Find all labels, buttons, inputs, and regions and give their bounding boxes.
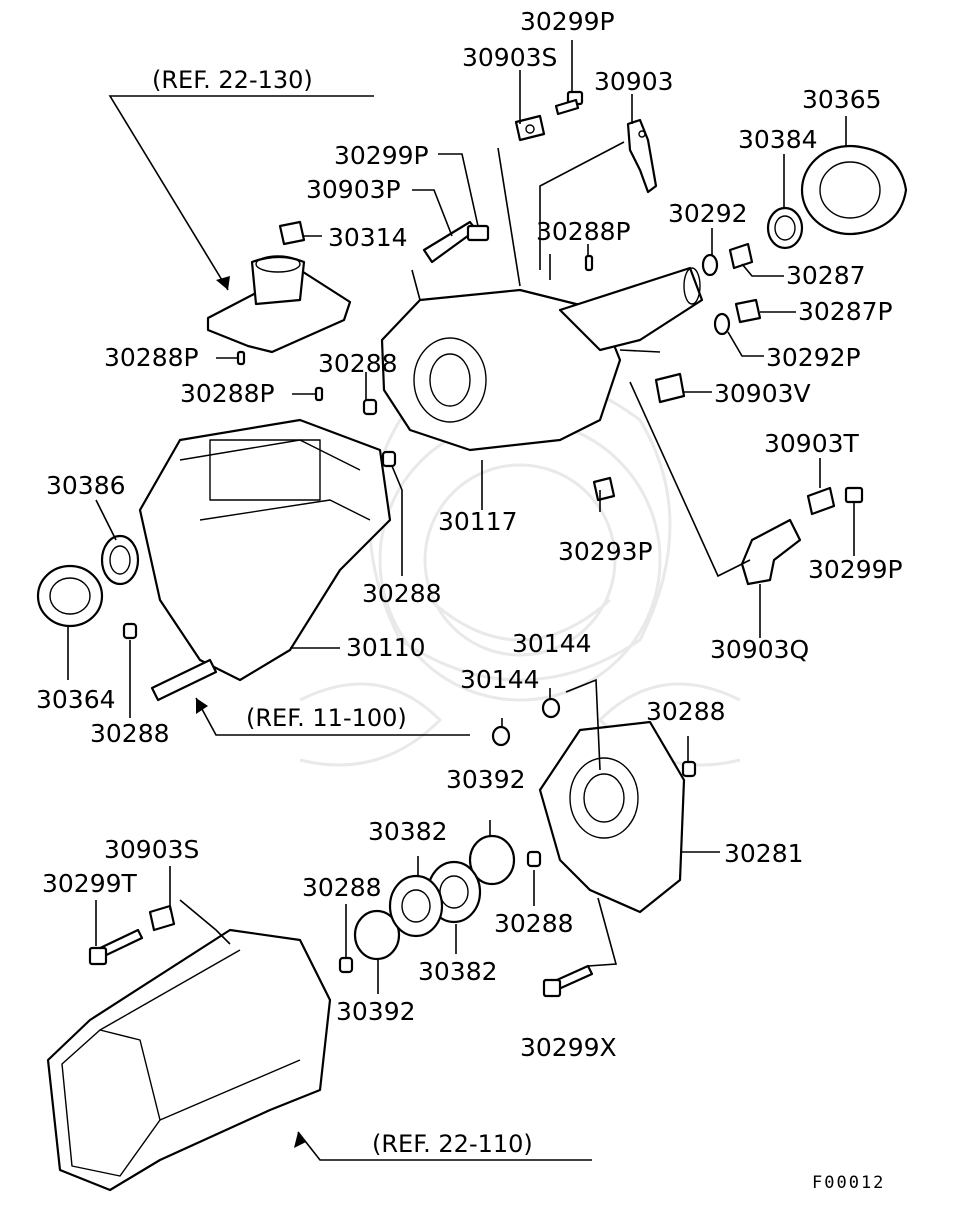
label-30903[interactable]: 30903 bbox=[594, 67, 674, 96]
label-30288-lower[interactable]: 30288 bbox=[302, 873, 382, 902]
label-30382-lower[interactable]: 30382 bbox=[418, 957, 498, 986]
label-30288-mid[interactable]: 30288 bbox=[362, 579, 442, 608]
label-30903q[interactable]: 30903Q bbox=[710, 635, 809, 664]
pin-30288-f[interactable] bbox=[338, 956, 354, 974]
label-30903s-top[interactable]: 30903S bbox=[462, 43, 557, 72]
label-30288p-mid[interactable]: 30288P bbox=[180, 379, 275, 408]
sleeve-30365[interactable] bbox=[800, 144, 908, 236]
reference-arrows bbox=[196, 276, 306, 1148]
ref-22-110-label[interactable]: (REF. 22-110) bbox=[372, 1130, 533, 1158]
label-30392-upper[interactable]: 30392 bbox=[446, 765, 526, 794]
bracket-30903[interactable] bbox=[626, 118, 658, 194]
reference-labels: (REF. 22-130) (REF. 11-100) (REF. 22-110… bbox=[152, 66, 533, 1158]
label-30288-upper[interactable]: 30288 bbox=[318, 349, 398, 378]
leader-lines bbox=[67, 40, 855, 1161]
bearing-30382-b[interactable] bbox=[388, 874, 444, 938]
seal-30386[interactable] bbox=[100, 534, 140, 586]
clip-30903s-top[interactable] bbox=[514, 114, 546, 142]
label-30288p-left[interactable]: 30288P bbox=[104, 343, 199, 372]
pin-30288-d[interactable] bbox=[681, 760, 697, 778]
label-30384[interactable]: 30384 bbox=[738, 125, 818, 154]
bolt-30299t[interactable] bbox=[88, 928, 144, 966]
oring-30292p[interactable] bbox=[713, 312, 731, 336]
label-30903p[interactable]: 30903P bbox=[306, 175, 401, 204]
label-30299x[interactable]: 30299X bbox=[520, 1033, 617, 1062]
label-30287[interactable]: 30287 bbox=[786, 261, 866, 290]
label-30292p[interactable]: 30292P bbox=[766, 343, 861, 372]
oring-30292[interactable] bbox=[701, 253, 719, 277]
label-30292[interactable]: 30292 bbox=[668, 199, 748, 228]
label-30382-upper[interactable]: 30382 bbox=[368, 817, 448, 846]
top-cover[interactable] bbox=[206, 255, 352, 354]
label-30281[interactable]: 30281 bbox=[724, 839, 804, 868]
figure-code: F00012 bbox=[812, 1173, 885, 1193]
pin-30288-e[interactable] bbox=[526, 850, 542, 868]
label-30117[interactable]: 30117 bbox=[438, 507, 518, 536]
label-30288-right[interactable]: 30288 bbox=[646, 697, 726, 726]
pin-30288-b[interactable] bbox=[381, 450, 397, 468]
adapter-housing-30117[interactable] bbox=[380, 266, 704, 452]
label-30365[interactable]: 30365 bbox=[802, 85, 882, 114]
label-30110[interactable]: 30110 bbox=[346, 633, 426, 662]
clip-30293p[interactable] bbox=[592, 476, 616, 502]
ref-22-130-label[interactable]: (REF. 22-130) bbox=[152, 66, 313, 94]
bellhousing[interactable] bbox=[46, 928, 332, 1192]
label-30903v[interactable]: 30903V bbox=[714, 379, 811, 408]
transmission-case-30110[interactable] bbox=[138, 418, 392, 682]
label-30314[interactable]: 30314 bbox=[328, 223, 408, 252]
ref-11-100-label[interactable]: (REF. 11-100) bbox=[246, 704, 407, 732]
clip-30903v[interactable] bbox=[654, 372, 686, 404]
label-30299p-mid[interactable]: 30299P bbox=[334, 141, 429, 170]
sleeve-30364[interactable] bbox=[36, 564, 104, 628]
washer-30144-a[interactable] bbox=[541, 697, 561, 719]
label-30288-lowmid[interactable]: 30288 bbox=[494, 909, 574, 938]
label-30903t[interactable]: 30903T bbox=[764, 429, 860, 458]
pin-30288p-b[interactable] bbox=[314, 386, 324, 402]
plug-30287[interactable] bbox=[728, 242, 754, 270]
label-30903s-lower[interactable]: 30903S bbox=[104, 835, 199, 864]
label-30144-upper[interactable]: 30144 bbox=[512, 629, 592, 658]
label-30386[interactable]: 30386 bbox=[46, 471, 126, 500]
bracket-30903q[interactable] bbox=[740, 518, 802, 586]
label-30299t[interactable]: 30299T bbox=[42, 869, 138, 898]
label-30364[interactable]: 30364 bbox=[36, 685, 116, 714]
pin-30288-a[interactable] bbox=[362, 398, 378, 416]
bolt-30299p-top[interactable] bbox=[554, 90, 584, 116]
label-30287p[interactable]: 30287P bbox=[798, 297, 893, 326]
label-30293p[interactable]: 30293P bbox=[558, 537, 653, 566]
bracket-30903p[interactable] bbox=[422, 220, 490, 264]
label-30288-lowleft[interactable]: 30288 bbox=[90, 719, 170, 748]
shim-30392-b[interactable] bbox=[353, 909, 401, 961]
label-30144-lower[interactable]: 30144 bbox=[460, 665, 540, 694]
clip-30903t[interactable] bbox=[806, 486, 864, 516]
pin-30288p-upper[interactable] bbox=[584, 254, 594, 272]
part-labels: 30299P 30903S 30903 30365 30384 30299P 3… bbox=[36, 7, 903, 1062]
label-30288p-upper[interactable]: 30288P bbox=[536, 217, 631, 246]
plug-30287p[interactable] bbox=[734, 298, 762, 324]
label-30392-lower[interactable]: 30392 bbox=[336, 997, 416, 1026]
label-30299p-top[interactable]: 30299P bbox=[520, 7, 615, 36]
label-30299p-right[interactable]: 30299P bbox=[808, 555, 903, 584]
seal-30384[interactable] bbox=[766, 206, 804, 250]
washer-30144-b[interactable] bbox=[491, 725, 511, 747]
rear-housing-30281[interactable] bbox=[538, 720, 686, 914]
shift-rod[interactable] bbox=[150, 658, 218, 702]
clip-30903s-lower[interactable] bbox=[148, 904, 176, 932]
shim-30392-a[interactable] bbox=[468, 834, 516, 886]
breather-30314[interactable] bbox=[278, 220, 306, 246]
pin-30288-c[interactable] bbox=[122, 622, 138, 640]
bolt-30299x[interactable] bbox=[542, 964, 594, 998]
pin-30288p-a[interactable] bbox=[236, 350, 246, 366]
